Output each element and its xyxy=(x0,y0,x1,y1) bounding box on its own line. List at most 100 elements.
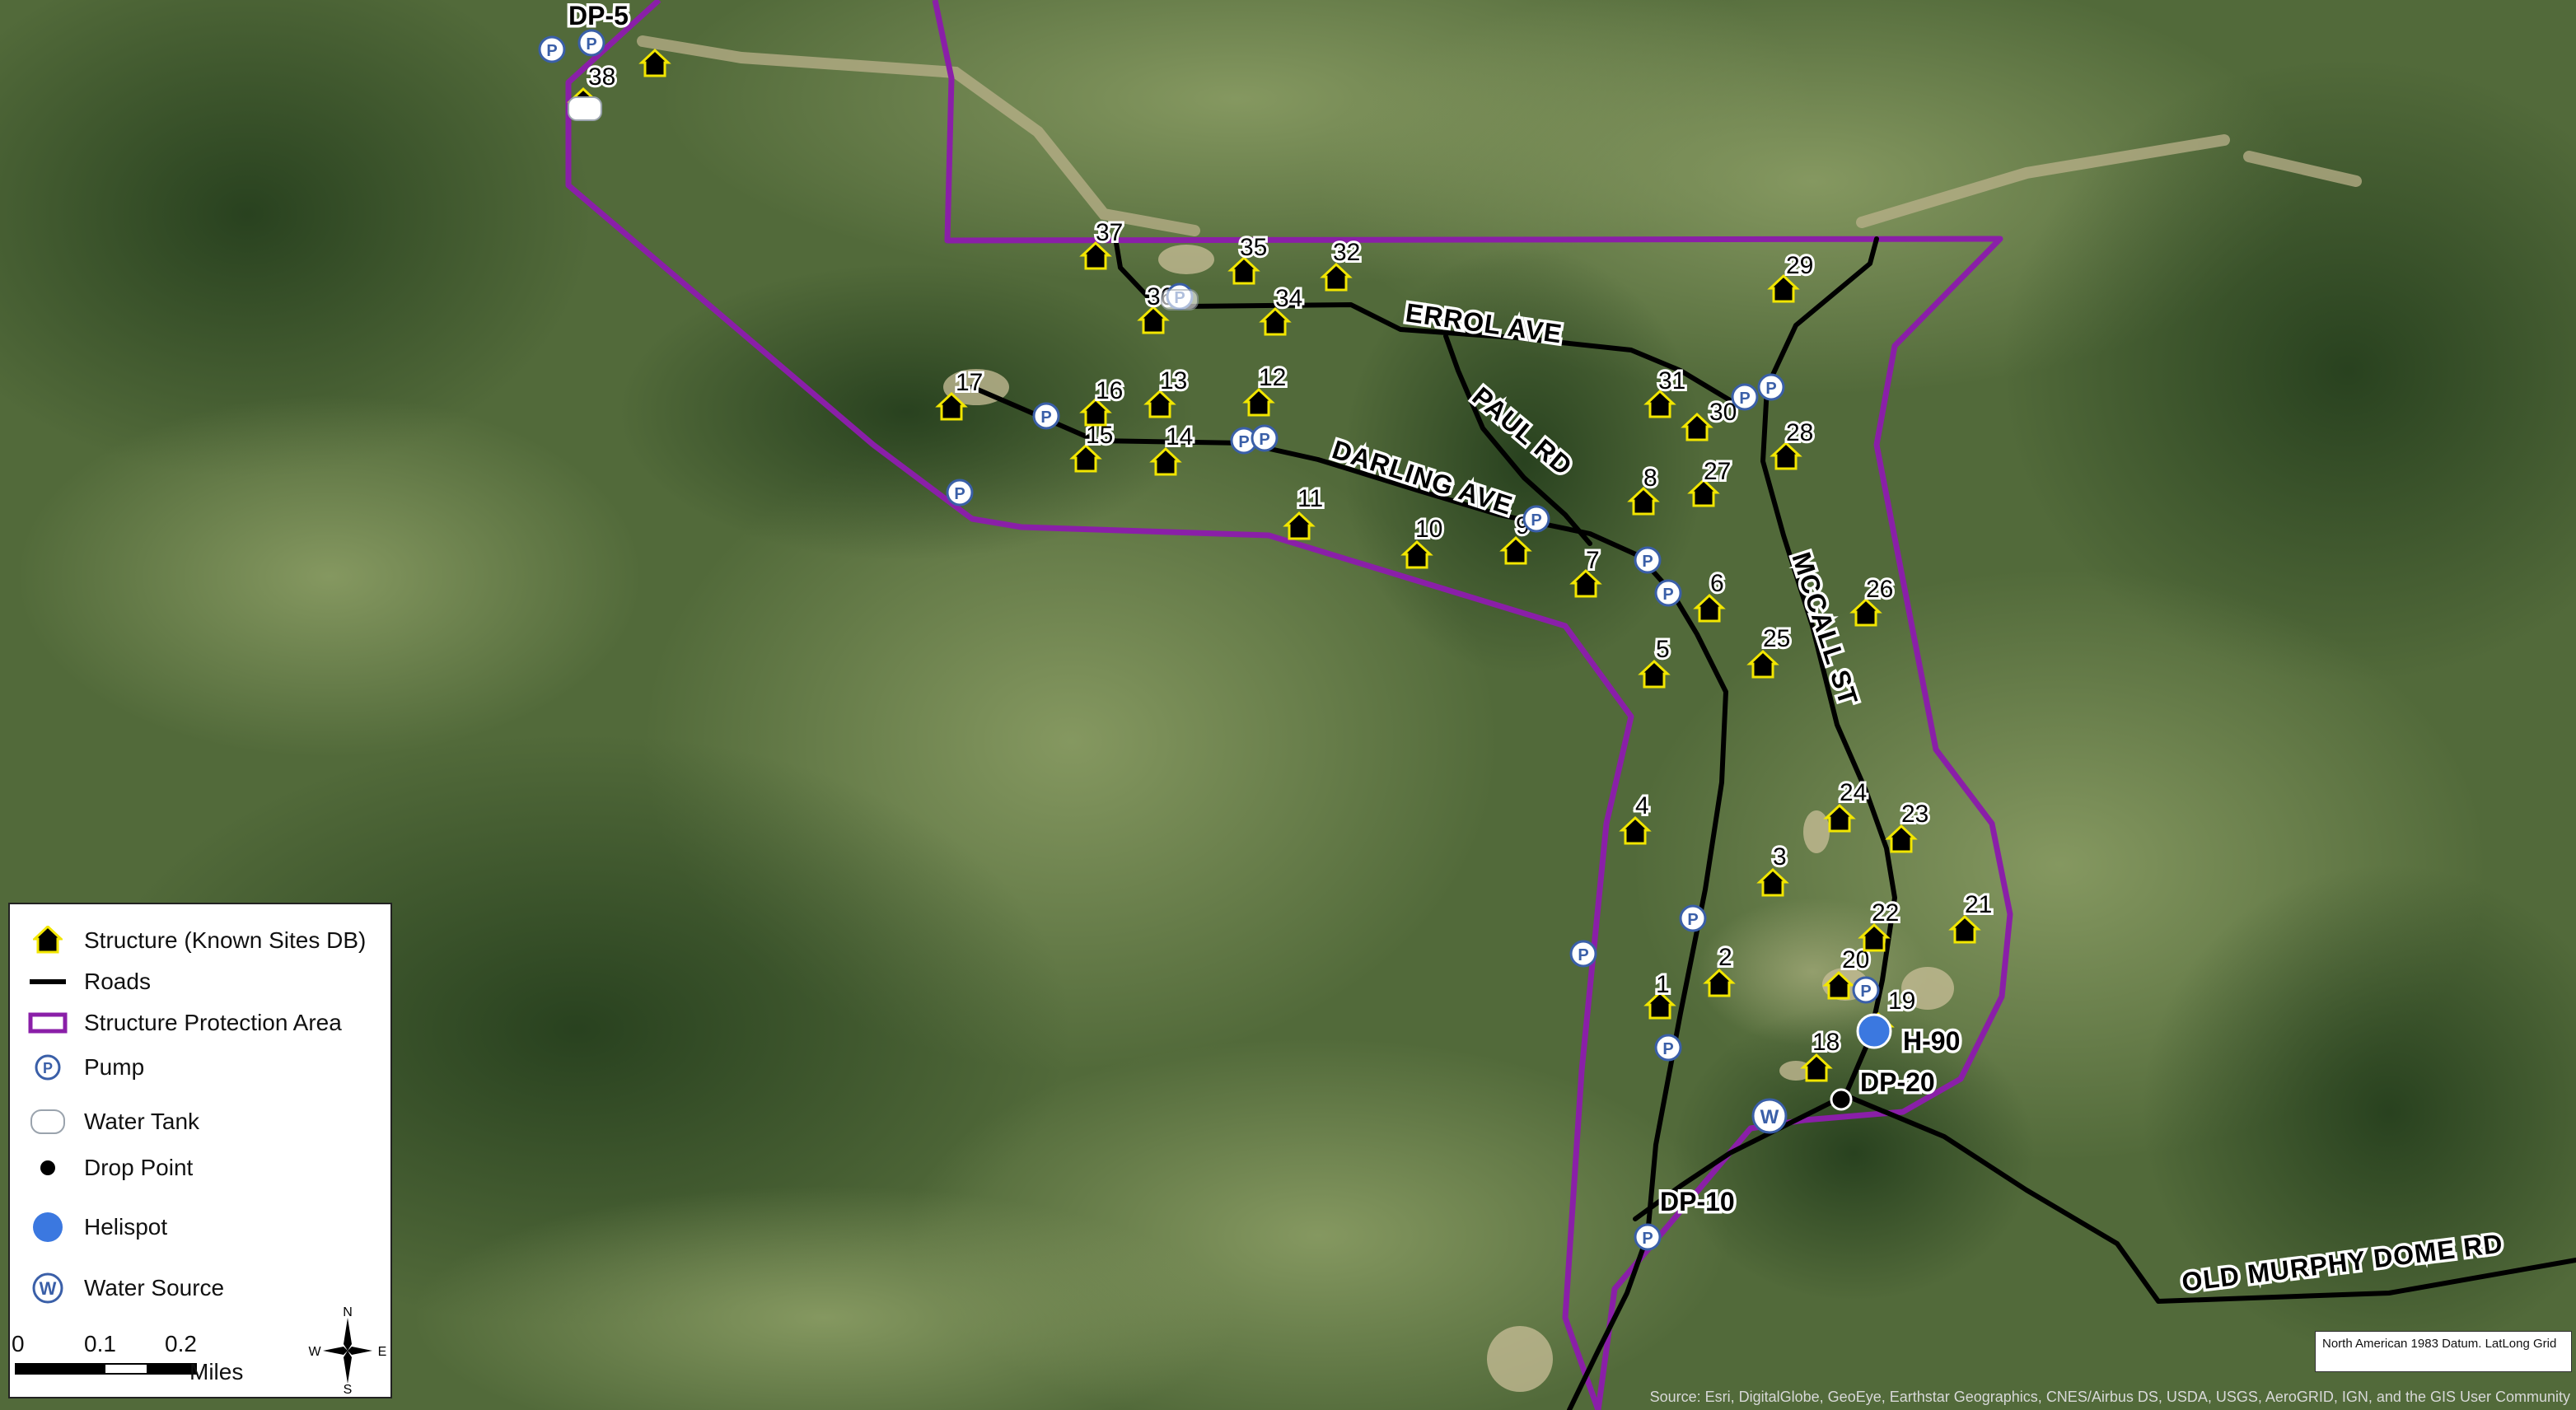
west-label: W xyxy=(308,1345,321,1359)
structure-icon[interactable] xyxy=(1948,914,1981,944)
road-old-murphy-dome-rd xyxy=(1843,1093,2576,1304)
pump-icon[interactable]: P xyxy=(1251,424,1279,452)
legend-item-water-tank: Water Tank xyxy=(28,1105,199,1138)
structure-icon[interactable] xyxy=(1823,803,1856,833)
water-source-icon[interactable]: W xyxy=(1751,1098,1788,1134)
structure-icon[interactable] xyxy=(1400,539,1433,569)
structure-icon[interactable] xyxy=(1259,306,1292,336)
structure-label: 7 xyxy=(1586,547,1600,574)
structure-label: 21 xyxy=(1965,891,1992,918)
pump-p-icon: P xyxy=(28,1051,68,1084)
pump-icon[interactable]: P xyxy=(1679,904,1707,932)
pump-icon[interactable]: P xyxy=(577,29,605,57)
drop-point-label: DP-5 xyxy=(568,1,629,30)
structure-icon[interactable] xyxy=(1643,990,1676,1020)
svg-text:P: P xyxy=(1662,586,1673,604)
structure-icon[interactable] xyxy=(1800,1053,1833,1082)
pump-icon[interactable]: P xyxy=(1654,1034,1682,1062)
structure-icon[interactable] xyxy=(1858,922,1891,952)
water-tank-icon[interactable] xyxy=(1161,289,1199,310)
structure-icon[interactable] xyxy=(935,391,968,421)
svg-text:W: W xyxy=(1760,1106,1779,1128)
drop-point-label: DP-20 xyxy=(1860,1067,1935,1097)
structure-icon[interactable] xyxy=(1320,262,1353,292)
svg-text:W: W xyxy=(40,1278,57,1299)
structure-label: 8 xyxy=(1643,465,1657,492)
helispot-icon[interactable] xyxy=(1856,1013,1892,1049)
structure-icon[interactable] xyxy=(1638,659,1671,689)
map-legend: Structure (Known Sites DB) Roads Structu… xyxy=(8,903,392,1398)
structure-label: 14 xyxy=(1166,423,1193,451)
svg-text:P: P xyxy=(1642,553,1653,571)
drop-point-icon[interactable] xyxy=(1830,1088,1853,1111)
water-tank-icon xyxy=(28,1105,68,1138)
structure-icon[interactable] xyxy=(1822,970,1855,1000)
pump-icon[interactable]: P xyxy=(1032,402,1060,430)
structure-icon[interactable] xyxy=(1849,597,1882,627)
svg-text:P: P xyxy=(1259,431,1269,449)
pump-icon[interactable]: P xyxy=(946,479,974,507)
pump-icon[interactable]: P xyxy=(1569,940,1597,968)
structure-icon[interactable] xyxy=(1703,968,1736,997)
structure-icon[interactable] xyxy=(1693,593,1726,623)
trails xyxy=(637,35,2362,236)
structure-icon[interactable] xyxy=(1770,441,1802,470)
svg-text:P: P xyxy=(1687,911,1698,929)
structure-icon[interactable] xyxy=(1746,649,1779,679)
svg-text:P: P xyxy=(1739,390,1750,408)
structure-label: 38 xyxy=(588,63,615,91)
structure-icon[interactable] xyxy=(1569,568,1602,598)
structure-icon[interactable] xyxy=(1079,240,1112,270)
structure-label: 32 xyxy=(1333,239,1360,266)
structure-icon[interactable] xyxy=(1885,824,1918,853)
structure-icon[interactable] xyxy=(1687,478,1720,507)
north-label: N xyxy=(343,1305,353,1319)
road-dp20-west xyxy=(1633,1093,1848,1221)
structure-icon[interactable] xyxy=(1137,305,1170,334)
structure-icon[interactable] xyxy=(1767,273,1800,303)
pump-icon[interactable]: P xyxy=(1634,1223,1662,1251)
structure-label: 5 xyxy=(1656,636,1670,663)
pump-icon[interactable]: P xyxy=(1757,373,1785,401)
structure-icon[interactable] xyxy=(1069,443,1102,473)
legend-item-pump: P Pump xyxy=(28,1051,144,1084)
pump-icon[interactable]: P xyxy=(1634,546,1662,574)
structure-label: 3 xyxy=(1773,843,1787,871)
pump-icon[interactable]: P xyxy=(1230,427,1258,455)
structure-icon[interactable] xyxy=(1079,397,1112,427)
structure-label: 25 xyxy=(1763,625,1790,652)
svg-text:P: P xyxy=(1578,946,1588,964)
structure-icon[interactable] xyxy=(638,48,671,77)
structure-icon[interactable] xyxy=(1643,389,1676,418)
structure-label: 30 xyxy=(1709,399,1737,426)
road-paul-rd xyxy=(1443,334,1592,546)
pumps-layer: P P P P P P P P P P P P P P P P P xyxy=(538,29,1880,1251)
pump-icon[interactable]: P xyxy=(1852,976,1880,1004)
svg-text:P: P xyxy=(1531,511,1541,530)
structure-label: 28 xyxy=(1786,419,1813,446)
helispot-icon xyxy=(28,1211,68,1244)
pump-icon[interactable]: P xyxy=(1522,505,1550,533)
svg-text:P: P xyxy=(1642,1230,1653,1248)
structure-label: 11 xyxy=(1297,485,1323,512)
structure-icon[interactable] xyxy=(1149,446,1182,476)
water-tank-icon[interactable] xyxy=(568,96,602,121)
datum-note: North American 1983 Datum. LatLong Grid xyxy=(2315,1331,2572,1372)
scale-tick-0: 0 xyxy=(12,1331,25,1356)
structure-icon[interactable] xyxy=(1143,389,1176,418)
house-icon xyxy=(28,924,68,957)
structure-icon[interactable] xyxy=(1242,387,1275,417)
pump-icon[interactable]: P xyxy=(1654,579,1682,607)
structure-icon[interactable] xyxy=(1619,815,1652,845)
structure-icon[interactable] xyxy=(1283,511,1316,540)
structure-icon[interactable] xyxy=(1499,535,1532,565)
legend-item-water-source: W Water Source xyxy=(28,1272,224,1305)
pump-icon[interactable]: P xyxy=(538,35,566,63)
pump-icon[interactable]: P xyxy=(1731,383,1759,411)
structure-icon[interactable] xyxy=(1227,255,1260,285)
structure-icon[interactable] xyxy=(1627,486,1660,516)
scale-tick-1: 0.1 xyxy=(84,1331,116,1356)
east-label: E xyxy=(378,1345,387,1359)
structure-icon[interactable] xyxy=(1756,867,1789,897)
structure-icon[interactable] xyxy=(1681,412,1713,441)
